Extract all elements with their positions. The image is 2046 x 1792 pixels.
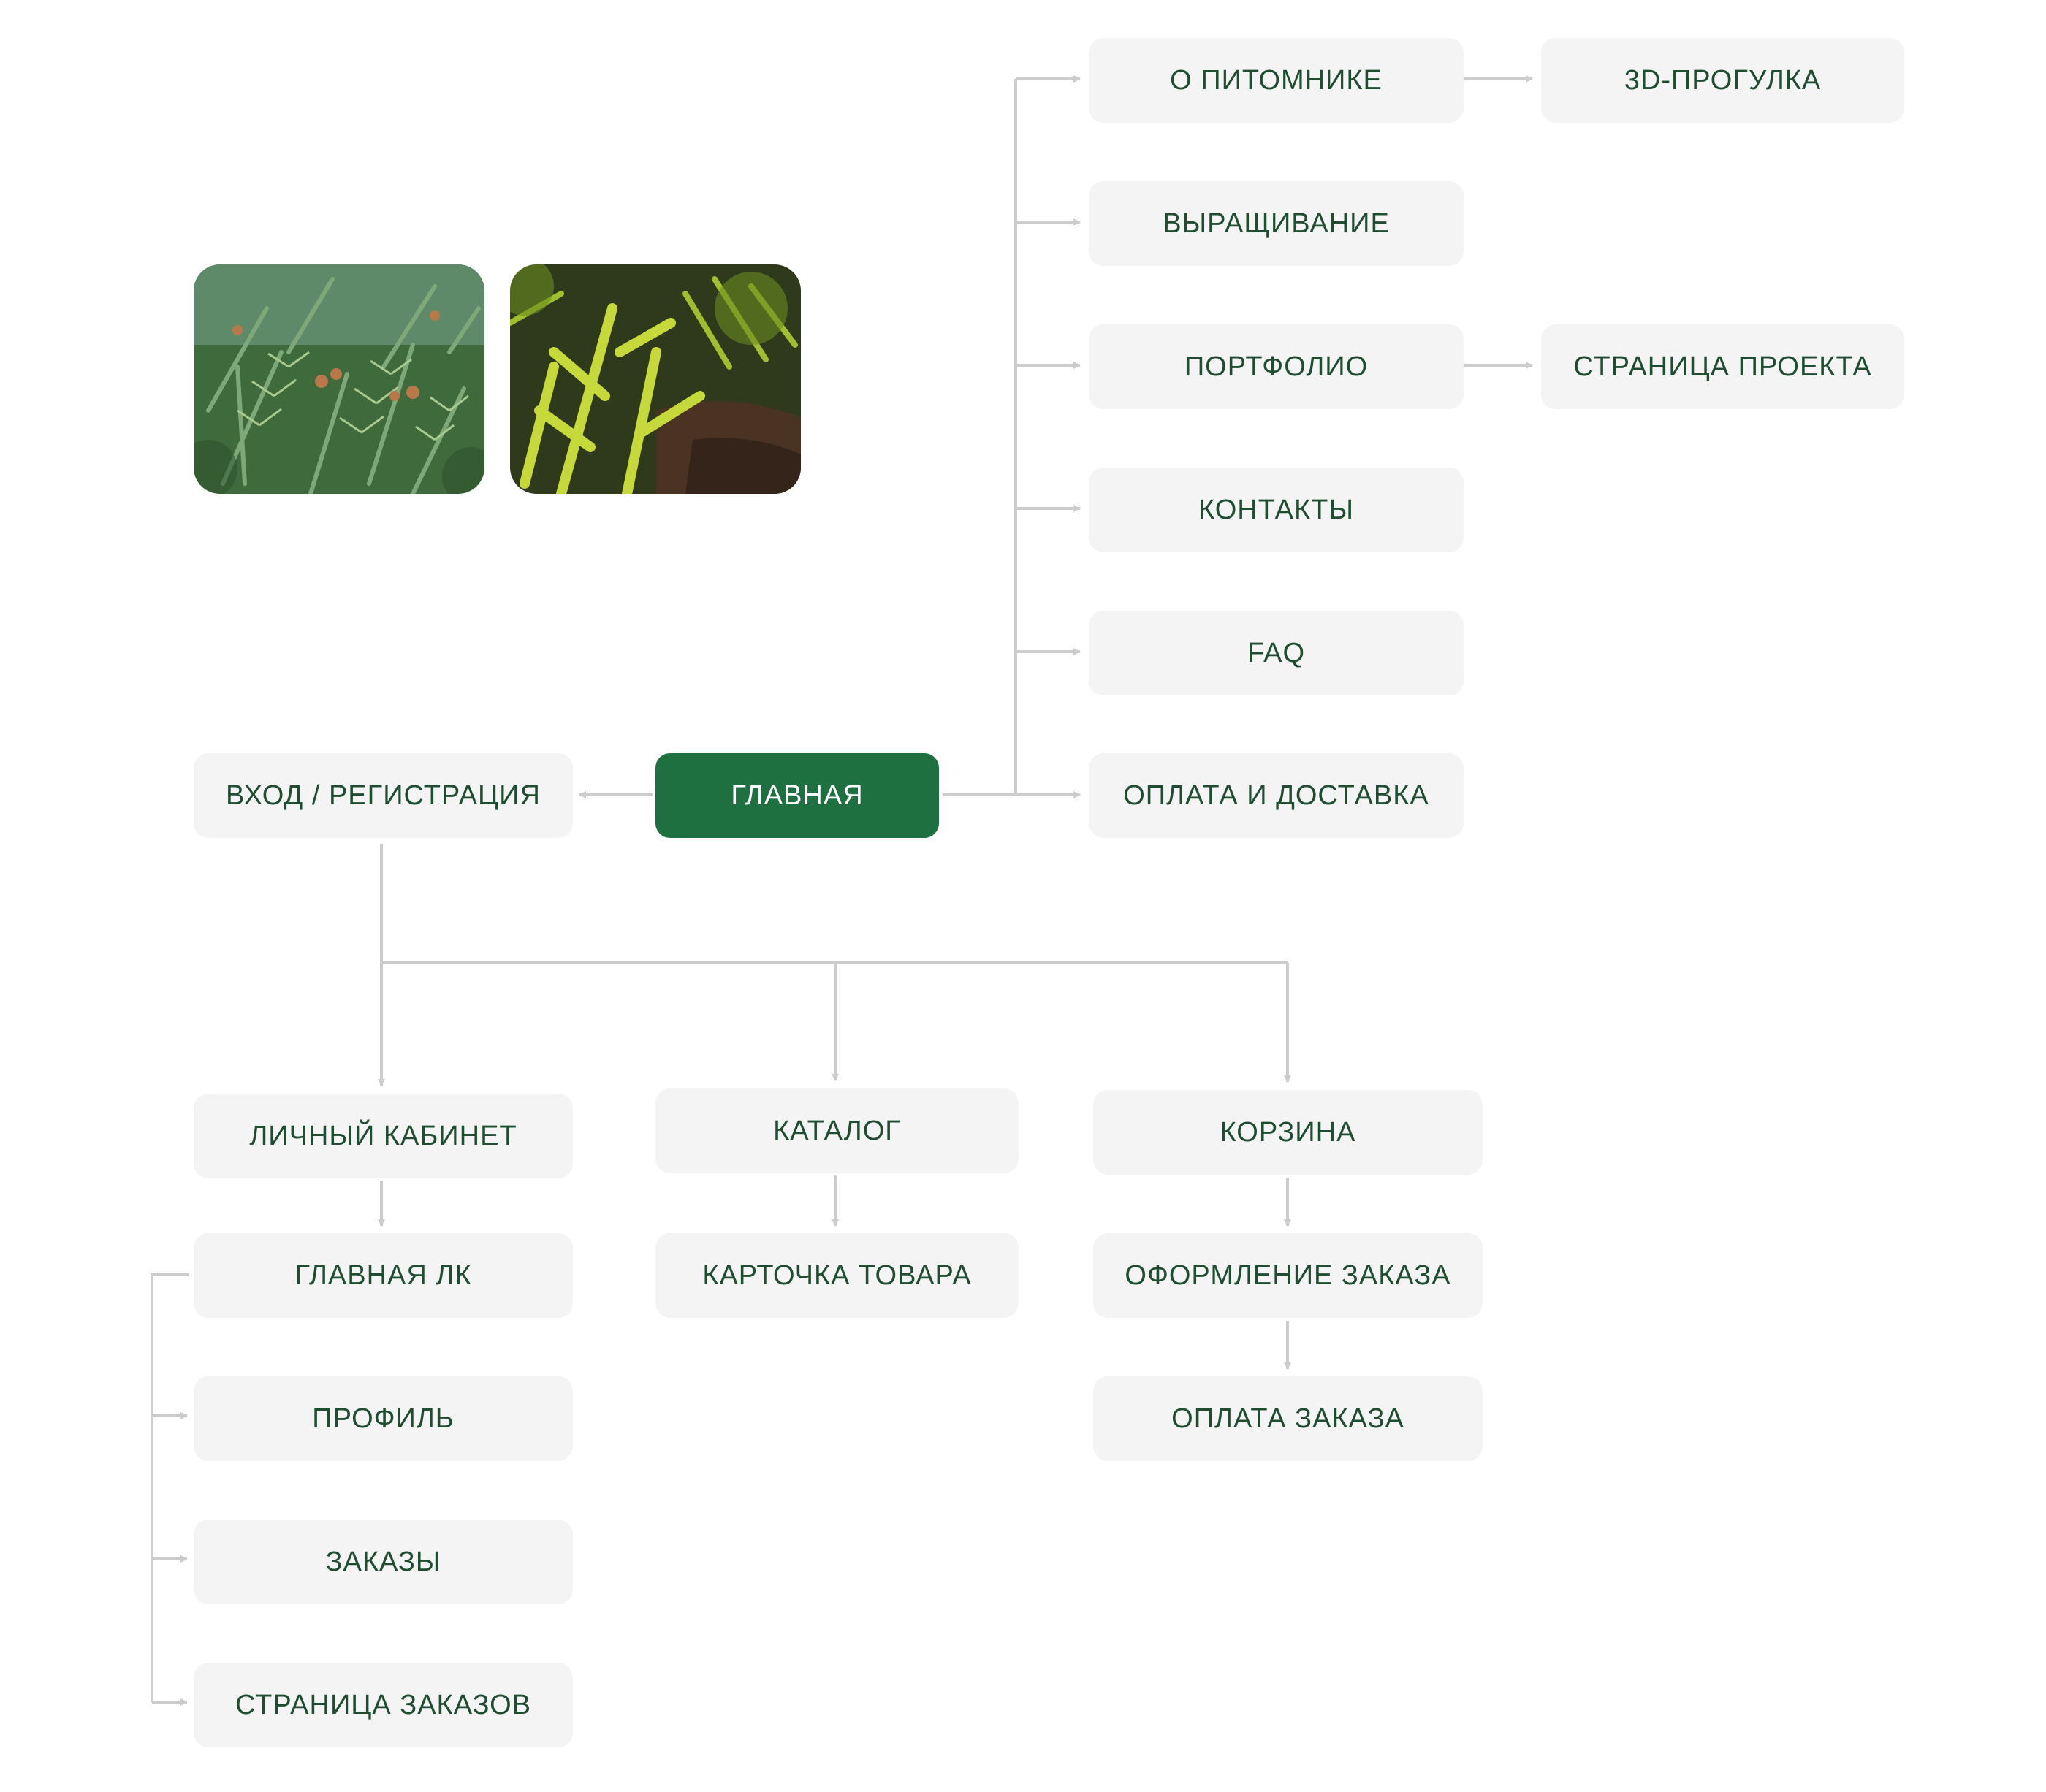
node-orders[interactable]: ЗАКАЗЫ — [194, 1520, 573, 1604]
node-orders-page[interactable]: СТРАНИЦА ЗАКАЗОВ — [194, 1663, 573, 1747]
juniper-image — [510, 264, 801, 494]
node-product-card[interactable]: КАРТОЧКА ТОВАРА — [655, 1233, 1019, 1318]
node-profile[interactable]: ПРОФИЛЬ — [194, 1376, 573, 1461]
node-faq[interactable]: FAQ — [1089, 611, 1464, 695]
node-account-home[interactable]: ГЛАВНАЯ ЛК — [194, 1233, 573, 1318]
spruce-branches-image — [194, 264, 484, 494]
node-project-page[interactable]: СТРАНИЦА ПРОЕКТА — [1541, 324, 1904, 409]
node-checkout[interactable]: ОФОРМЛЕНИЕ ЗАКАЗА — [1093, 1233, 1483, 1318]
node-order-payment[interactable]: ОПЛАТА ЗАКАЗА — [1093, 1376, 1483, 1461]
node-login-register[interactable]: ВХОД / РЕГИСТРАЦИЯ — [194, 753, 573, 838]
node-cart[interactable]: КОРЗИНА — [1093, 1090, 1483, 1175]
spruce-photo — [194, 264, 484, 494]
node-3d-tour[interactable]: 3D-ПРОГУЛКА — [1541, 38, 1904, 123]
node-growing[interactable]: ВЫРАЩИВАНИЕ — [1089, 181, 1464, 266]
node-contacts[interactable]: КОНТАКТЫ — [1089, 468, 1464, 552]
node-account[interactable]: ЛИЧНЫЙ КАБИНЕТ — [194, 1094, 573, 1178]
connector-account-bracket — [151, 1273, 189, 1702]
node-home[interactable]: ГЛАВНАЯ — [655, 753, 939, 838]
node-payment-delivery[interactable]: ОПЛАТА И ДОСТАВКА — [1089, 753, 1464, 838]
node-catalog[interactable]: КАТАЛОГ — [655, 1088, 1019, 1173]
node-portfolio[interactable]: ПОРТФОЛИО — [1089, 324, 1464, 409]
juniper-photo — [510, 264, 801, 494]
node-about[interactable]: О ПИТОМНИКЕ — [1089, 38, 1464, 123]
